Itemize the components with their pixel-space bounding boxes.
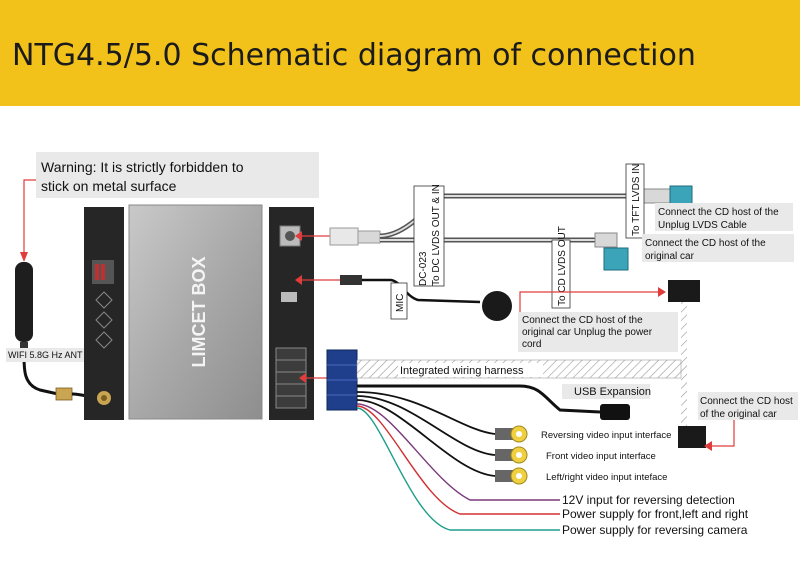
device-connector-panel: [269, 207, 314, 420]
label-lvds-out-in: To DC LVDS OUT & IN: [431, 184, 442, 286]
warning-callout: Warning: It is strictly forbidden to sti…: [20, 152, 319, 262]
wifi-antenna: WIFI 5.8G Hz ANT: [6, 262, 97, 401]
rca-front: [495, 446, 528, 464]
callout-original-car-line-1: Connect the CD host of the: [645, 238, 766, 249]
callout-power-cord: Connect the CD host of the original car …: [518, 287, 678, 352]
label-tft-lvds-in: To TFT LVDS IN: [631, 164, 642, 236]
usb-label: USB Expansion: [574, 386, 651, 398]
callout-cd-host-line-2: of the original car: [700, 409, 777, 420]
callout-original-car: Connect the CD host of the original car: [642, 234, 794, 262]
limcet-box-device: LIMCET BOX: [128, 204, 263, 420]
rca-left-right: [495, 467, 528, 485]
label-cd-lvds-out: To CD LVDS OUT: [557, 226, 568, 306]
mic-label: MIC: [395, 294, 406, 312]
vertical-labels: DC-023 To DC LVDS OUT & IN To CD LVDS OU…: [413, 163, 645, 309]
harness-label-box: [398, 363, 543, 377]
wire-label-camera-power: Power supply for reversing camera: [562, 523, 748, 537]
antenna-label: WIFI 5.8G Hz ANT: [8, 350, 83, 360]
antenna-label-box: [6, 348, 92, 362]
device-arrows: [295, 231, 340, 383]
warning-line-2: stick on metal surface: [41, 178, 177, 194]
harness-connector: Integrated wiring harness: [326, 349, 682, 411]
usb-expansion: USB Expansion: [357, 384, 651, 420]
harness-label: Integrated wiring harness: [400, 365, 524, 377]
callout-cd-host: Connect the CD host of the original car: [698, 392, 798, 451]
page-title: NTG4.5/5.0 Schematic diagram of connecti…: [12, 38, 696, 73]
callout-power-cord-line-3: cord: [522, 339, 541, 350]
power-connector: [668, 280, 706, 448]
rca-reversing: [495, 425, 528, 443]
video-input-reversing: Reversing video input interface: [541, 430, 671, 441]
label-dc023: DC-023: [418, 251, 429, 286]
video-input-front: Front video input interface: [546, 451, 656, 462]
callout-power-cord-line-1: Connect the CD host of the: [522, 315, 643, 326]
power-wires: [356, 403, 560, 531]
title-banner: NTG4.5/5.0 Schematic diagram of connecti…: [0, 0, 800, 106]
callout-original-car-line-2: original car: [645, 251, 695, 262]
video-wires: [356, 391, 496, 477]
device-side-panel: [84, 207, 124, 420]
warning-line-1: Warning: It is strictly forbidden to: [41, 159, 244, 175]
usb-label-box: [562, 384, 650, 399]
callout-cd-host-line-1: Connect the CD host: [700, 396, 793, 407]
callout-unplug-lvds-line-1: Connect the CD host of the: [658, 207, 779, 218]
callout-unplug-lvds: Connect the CD host of the Unplug LVDS C…: [655, 203, 793, 231]
wire-label-reversing-detection: 12V input for reversing detection: [562, 493, 735, 507]
connection-diagram: Warning: It is strictly forbidden to sti…: [6, 152, 798, 537]
callout-unplug-lvds-line-2: Unplug LVDS Cable: [658, 220, 747, 231]
device-brand: LIMCET BOX: [189, 257, 209, 368]
callout-power-cord-line-2: original car Unplug the power: [522, 327, 653, 338]
wire-label-front-power: Power supply for front,left and right: [562, 507, 749, 521]
video-input-left-right: Left/right video input inteface: [546, 472, 667, 483]
microphone: MIC: [340, 275, 512, 321]
